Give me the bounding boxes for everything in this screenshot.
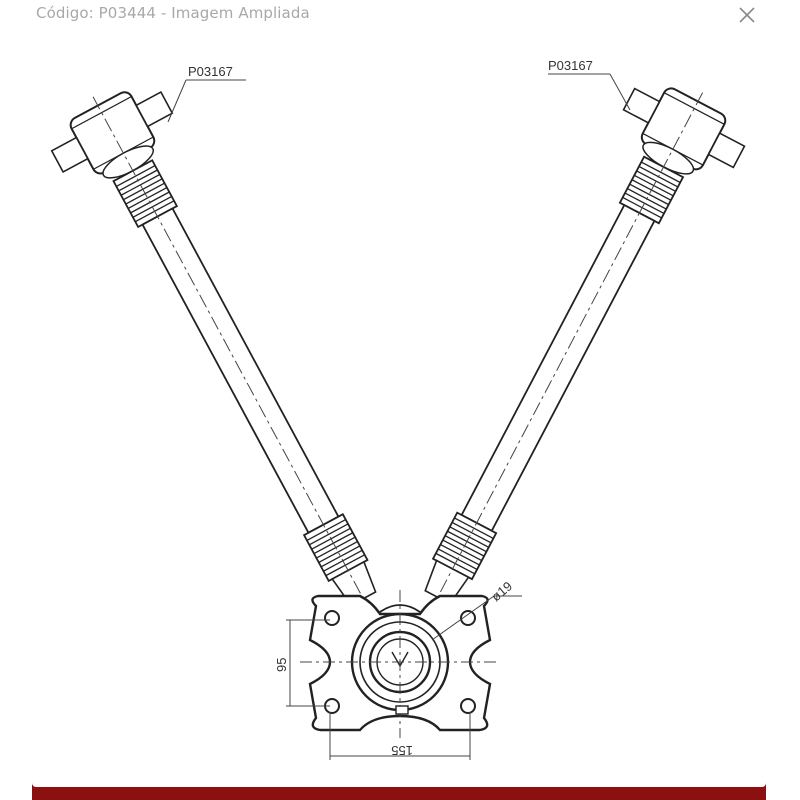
height-dimension: 95: [274, 619, 330, 707]
width-dim-label: 155: [391, 743, 413, 758]
footer-bar: [32, 783, 766, 800]
close-icon[interactable]: [736, 4, 758, 26]
part-label-right: P03167: [548, 58, 593, 73]
height-dim-label: 95: [274, 658, 289, 672]
part-callout-right: P03167: [548, 58, 631, 111]
width-dimension: 155: [329, 712, 471, 760]
part-callout-left: P03167: [167, 64, 246, 123]
part-label-left: P03167: [188, 64, 233, 79]
diameter-label: ø19: [488, 578, 515, 604]
modal-title: Código: P03444 - Imagem Ampliada: [36, 4, 310, 22]
left-arm: [37, 66, 424, 638]
right-arm: [377, 62, 759, 636]
central-mount: [300, 590, 500, 738]
